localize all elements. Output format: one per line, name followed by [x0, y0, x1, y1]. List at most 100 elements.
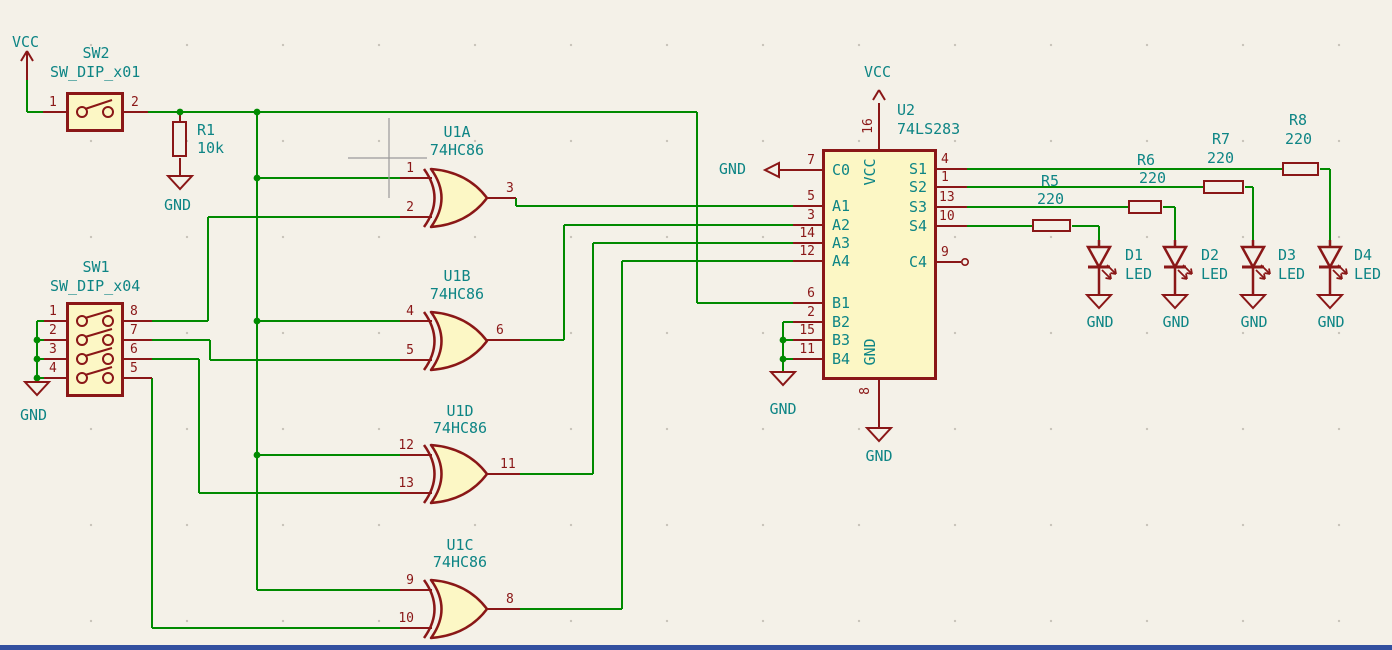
u2-pin-number: 1 — [941, 170, 949, 185]
u2-pin-number: 5 — [807, 189, 815, 204]
led-d2[interactable] — [1155, 240, 1199, 312]
u1c-value[interactable]: 74HC86 — [432, 553, 488, 571]
r8-value[interactable]: 220 — [1285, 130, 1313, 148]
d1-value[interactable]: LED — [1125, 265, 1153, 283]
gnd-label-d4[interactable]: GND — [1317, 313, 1345, 331]
gnd-flag-icon-c0[interactable] — [761, 160, 781, 180]
u1c-ref[interactable]: U1C — [446, 536, 474, 554]
gnd-icon-u2[interactable] — [864, 427, 894, 443]
d2-value[interactable]: LED — [1201, 265, 1229, 283]
sw1-pin-number: 2 — [49, 323, 57, 338]
led-d1[interactable] — [1079, 240, 1123, 312]
u1a-ref[interactable]: U1A — [443, 123, 471, 141]
junction-dot — [33, 374, 41, 382]
resistor-r8[interactable] — [1282, 162, 1319, 176]
resistor-r5[interactable] — [1032, 219, 1071, 232]
r6-value[interactable]: 220 — [1139, 169, 1167, 187]
sw1-pin-number: 7 — [130, 323, 138, 338]
u1d-pin-number: 13 — [398, 476, 414, 491]
r6-ref[interactable]: R6 — [1137, 151, 1156, 169]
vcc-label[interactable]: VCC — [12, 33, 40, 51]
resistor-r7[interactable] — [1203, 180, 1244, 194]
u2-pin-name: B4 — [832, 350, 851, 368]
gnd-label-u2[interactable]: GND — [865, 447, 893, 465]
r5-value[interactable]: 220 — [1037, 190, 1065, 208]
gnd-label-r1[interactable]: GND — [164, 196, 192, 214]
r5-ref[interactable]: R5 — [1041, 172, 1060, 190]
xor-gate-u1c[interactable] — [421, 567, 491, 650]
resistor-r6[interactable] — [1128, 200, 1162, 214]
u1d-pin-number: 11 — [500, 457, 516, 472]
u1a-value[interactable]: 74HC86 — [429, 141, 485, 159]
resistor-r1[interactable] — [172, 121, 187, 157]
sw2-dip-switch[interactable] — [66, 92, 124, 132]
u2-pin-name: A1 — [832, 197, 851, 215]
gnd-label-sw1[interactable]: GND — [20, 406, 48, 424]
gnd-label-b-pins[interactable]: GND — [769, 400, 797, 418]
sw1-pin-number: 1 — [49, 304, 57, 319]
led-d3[interactable] — [1233, 240, 1277, 312]
u1c-pin-number: 9 — [406, 573, 414, 588]
u1d-value[interactable]: 74HC86 — [432, 419, 488, 437]
ic-u2[interactable] — [822, 149, 937, 380]
d3-value[interactable]: LED — [1278, 265, 1306, 283]
sw1-ref[interactable]: SW1 — [82, 258, 110, 276]
u1c-pin-number: 10 — [398, 611, 414, 626]
sw2-ref[interactable]: SW2 — [82, 44, 110, 62]
u2-ref[interactable]: U2 — [897, 101, 916, 119]
d4-value[interactable]: LED — [1354, 265, 1382, 283]
u1b-value[interactable]: 74HC86 — [429, 285, 485, 303]
gnd-label-d3[interactable]: GND — [1240, 313, 1268, 331]
u2-pin16-number: 16 — [861, 118, 876, 134]
u1d-ref[interactable]: U1D — [446, 402, 474, 420]
d2-ref[interactable]: D2 — [1201, 246, 1220, 264]
d1-ref[interactable]: D1 — [1125, 246, 1144, 264]
u2-pin-number: 7 — [807, 153, 815, 168]
gnd-label-c0[interactable]: GND — [718, 160, 746, 178]
r8-ref[interactable]: R8 — [1289, 111, 1308, 129]
r7-value[interactable]: 220 — [1207, 149, 1235, 167]
u2-value[interactable]: 74LS283 — [897, 120, 961, 138]
led-d4[interactable] — [1310, 240, 1354, 312]
r7-ref[interactable]: R7 — [1212, 130, 1231, 148]
gnd-label-d2[interactable]: GND — [1162, 313, 1190, 331]
gnd-icon-r1[interactable] — [165, 175, 195, 191]
sw2-pin2-number: 2 — [131, 95, 139, 110]
u1d-pin-number: 12 — [398, 438, 414, 453]
u2-pin-name: C0 — [832, 161, 851, 179]
u1b-ref[interactable]: U1B — [443, 267, 471, 285]
xor-gate-u1d[interactable] — [421, 432, 491, 516]
u2-pin-number: 11 — [799, 342, 815, 357]
u1a-pin-number: 2 — [406, 200, 414, 215]
junction-dot — [176, 108, 184, 116]
d3-ref[interactable]: D3 — [1278, 246, 1297, 264]
u2-pin-name: S1 — [908, 160, 927, 178]
gnd-icon-sw1[interactable] — [22, 381, 52, 397]
junction-dot — [253, 174, 261, 182]
vcc-power-icon-u2[interactable] — [871, 88, 887, 105]
u1a-pin-number: 1 — [406, 161, 414, 176]
u2-pin-name: A4 — [832, 252, 851, 270]
r1-value[interactable]: 10k — [197, 139, 225, 157]
r1-ref[interactable]: R1 — [197, 121, 216, 139]
u2-pin-number: 12 — [799, 244, 815, 259]
vcc-label-u2[interactable]: VCC — [864, 63, 892, 81]
gnd-label-d1[interactable]: GND — [1086, 313, 1114, 331]
gnd-icon-b-pins[interactable] — [768, 371, 798, 387]
xor-gate-u1a[interactable] — [421, 156, 491, 240]
u2-pin-name: VCC — [861, 158, 879, 186]
sw1-value[interactable]: SW_DIP_x04 — [50, 277, 141, 295]
vcc-power-icon[interactable] — [19, 48, 35, 80]
u2-pin-name: GND — [861, 338, 879, 366]
junction-dot — [779, 336, 787, 344]
u2-pin-number: 6 — [807, 286, 815, 301]
sw1-dip-switch[interactable] — [66, 302, 124, 397]
sw2-value[interactable]: SW_DIP_x01 — [50, 63, 141, 81]
xor-gate-u1b[interactable] — [421, 299, 491, 383]
d4-ref[interactable]: D4 — [1354, 246, 1373, 264]
u2-pin-name: B2 — [832, 313, 851, 331]
junction-dot — [253, 451, 261, 459]
taskbar-strip — [0, 645, 1392, 650]
